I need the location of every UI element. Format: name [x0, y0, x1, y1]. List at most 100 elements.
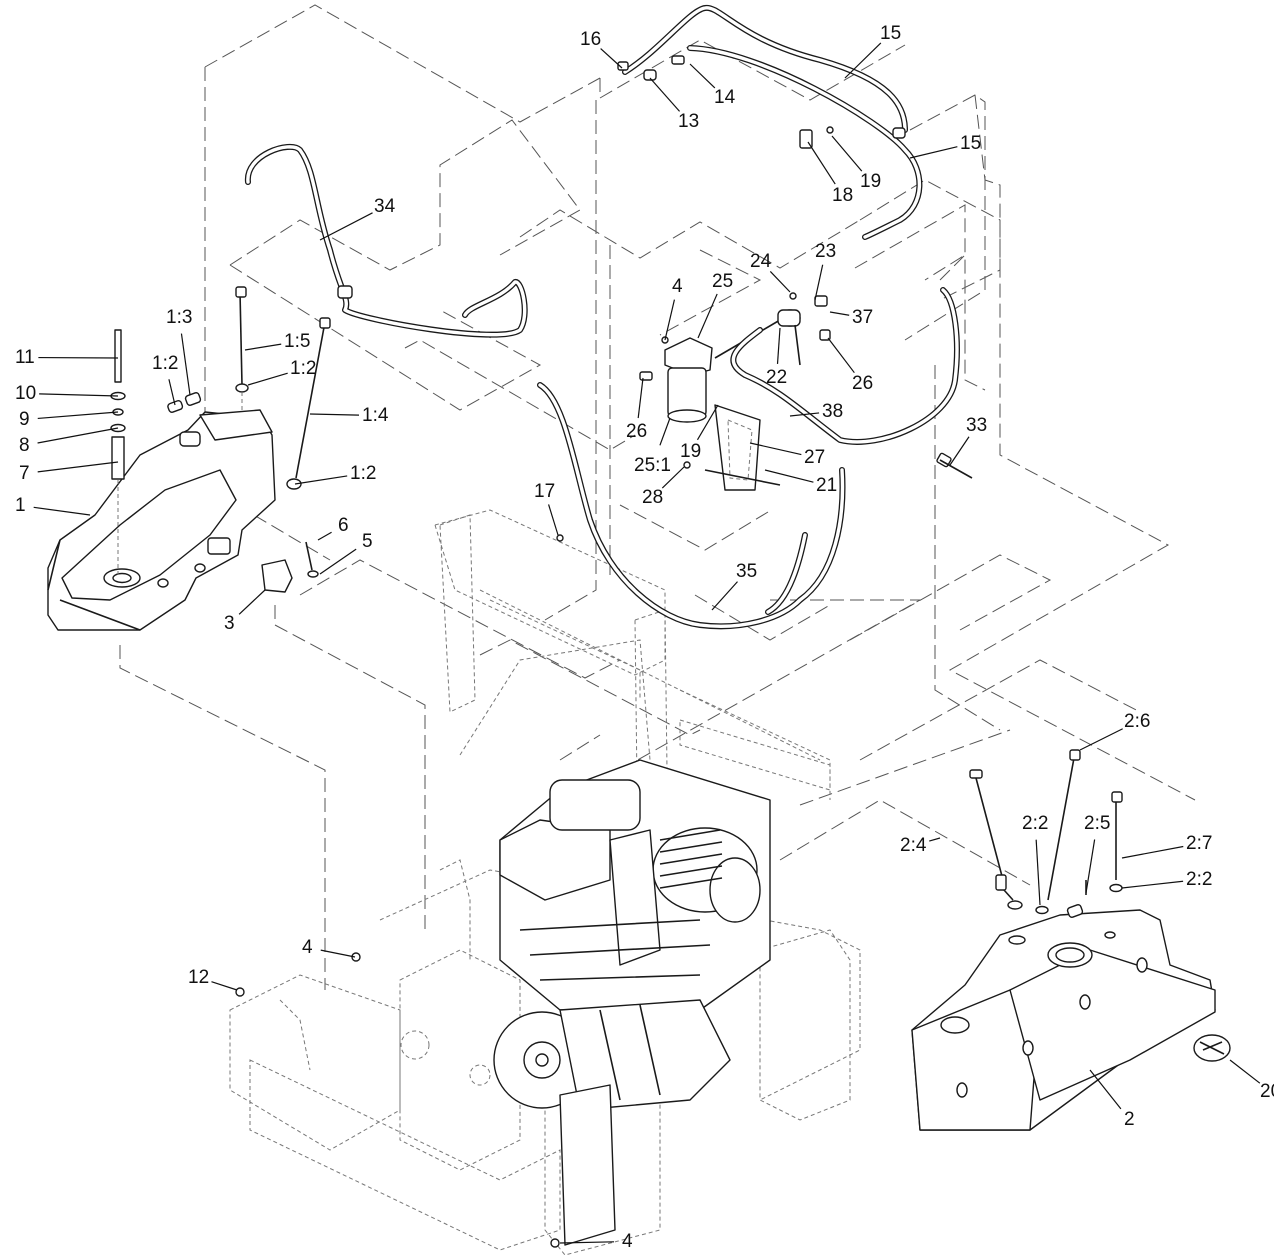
callout-leader-line — [661, 466, 685, 489]
callout-leader-line — [649, 77, 681, 112]
callout-leader-line — [37, 411, 119, 420]
callout-c17: 17 — [534, 481, 559, 536]
callout-c15a: 15 — [844, 23, 901, 79]
callout-c14: 14 — [689, 63, 736, 108]
callout-label: 5 — [362, 531, 373, 552]
callout-label: 13 — [678, 111, 699, 132]
callout-leader-line — [711, 581, 738, 611]
callout-label: 11 — [15, 347, 35, 368]
callout-label: 2:7 — [1186, 833, 1212, 854]
callout-leader-line — [831, 135, 863, 172]
callout-c6: 6 — [317, 515, 349, 541]
callout-label: 4 — [302, 937, 313, 958]
callout-c13: 13 — [649, 77, 699, 132]
callout-label: 1:4 — [362, 405, 389, 426]
callout-leader-line — [309, 413, 360, 416]
callout-c34: 34 — [319, 196, 396, 241]
bolt-11 — [114, 329, 122, 383]
callout-leader-line — [764, 469, 814, 483]
callout-leader-line — [319, 548, 357, 575]
callout-c1_3: 1:3 — [166, 307, 192, 396]
callout-c33: 33 — [949, 415, 987, 466]
callout-c10: 10 — [15, 383, 119, 404]
callout-c35: 35 — [711, 561, 757, 611]
callout-c15b: 15 — [909, 133, 981, 159]
engine-assembly — [459, 639, 771, 1246]
callout-label: 26 — [852, 373, 873, 394]
callout-c4c: 4 — [559, 1231, 633, 1252]
callout-leader-line — [844, 42, 882, 79]
callout-leader-line — [1079, 728, 1123, 751]
callout-label: 19 — [860, 171, 881, 192]
callout-leader-line — [769, 271, 791, 293]
callout-leader-line — [659, 417, 671, 446]
callout-c5: 5 — [319, 531, 373, 575]
callout-c23: 23 — [814, 241, 836, 301]
callout-label: 4 — [622, 1231, 633, 1252]
callout-leader-line — [247, 372, 288, 386]
callout-label: 9 — [19, 409, 30, 430]
callout-c18: 18 — [807, 141, 853, 206]
callout-label: 22 — [766, 367, 787, 388]
callout-label: 37 — [852, 307, 873, 328]
callout-label: 6 — [338, 515, 349, 536]
callout-c22: 22 — [766, 327, 787, 388]
callout-c25: 25 — [697, 271, 733, 339]
callout-label: 2 — [1124, 1109, 1135, 1130]
callout-leader-line — [697, 293, 718, 339]
callout-c24: 24 — [750, 251, 791, 293]
callout-label: 21 — [816, 475, 837, 496]
callout-label: 2:4 — [900, 835, 927, 856]
callout-c1: 1 — [15, 495, 91, 516]
callout-label: 15 — [880, 23, 901, 44]
callout-leader-line — [1121, 880, 1184, 889]
callout-leader-line — [814, 264, 824, 301]
callout-leader-line — [39, 393, 119, 397]
callout-label: 1:2 — [152, 353, 178, 374]
callout-label: 25 — [712, 271, 733, 292]
spacer-7 — [111, 436, 125, 480]
callout-label: 14 — [714, 87, 736, 108]
callout-label: 18 — [832, 185, 853, 206]
callout-leader-line — [37, 461, 119, 473]
callout-leader-line — [1085, 839, 1096, 894]
callout-label: 25:1 — [634, 455, 671, 476]
callout-leader-line — [696, 404, 719, 441]
callout-c2_7: 2:7 — [1121, 833, 1212, 859]
callout-c1_4: 1:4 — [309, 405, 389, 426]
callout-leader-line — [33, 506, 91, 516]
callout-leader-line — [317, 531, 332, 541]
callout-label: 2:6 — [1124, 711, 1150, 732]
callout-label: 26 — [626, 421, 647, 442]
callout-label: 27 — [804, 447, 825, 468]
callout-c4a: 4 — [664, 276, 683, 341]
fuel-tank-right — [911, 909, 1231, 1131]
callout-c20: 20 — [1229, 1059, 1274, 1102]
callout-c12: 12 — [188, 967, 238, 991]
callout-label: 38 — [822, 401, 843, 422]
callout-c19b: 19 — [680, 404, 719, 462]
callout-label: 7 — [19, 463, 30, 484]
callout-label: 24 — [750, 251, 772, 272]
callout-label: 1:2 — [350, 463, 376, 484]
callout-c11: 11 — [15, 347, 119, 368]
callout-c1_5: 1:5 — [244, 331, 310, 352]
callout-c2: 2 — [1089, 1069, 1135, 1130]
callout-leader-line — [180, 333, 191, 396]
callout-leader-line — [37, 427, 119, 444]
callout-leader-line — [789, 412, 820, 417]
callout-leader-line — [1229, 1059, 1261, 1084]
callout-label: 33 — [966, 415, 987, 436]
callout-c9: 9 — [19, 409, 119, 430]
callout-c1_2b: 1:2 — [247, 358, 316, 386]
callout-label: 23 — [815, 241, 836, 262]
callout-leader-line — [929, 837, 941, 842]
callout-label: 1:2 — [290, 358, 316, 379]
callout-c37: 37 — [829, 307, 873, 328]
fuel-hoses — [244, 4, 973, 630]
callout-c25_1: 25:1 — [634, 417, 671, 476]
callout-label: 15 — [960, 133, 981, 154]
fuel-tank-left — [47, 409, 276, 631]
callout-leader-line — [1089, 1069, 1122, 1110]
